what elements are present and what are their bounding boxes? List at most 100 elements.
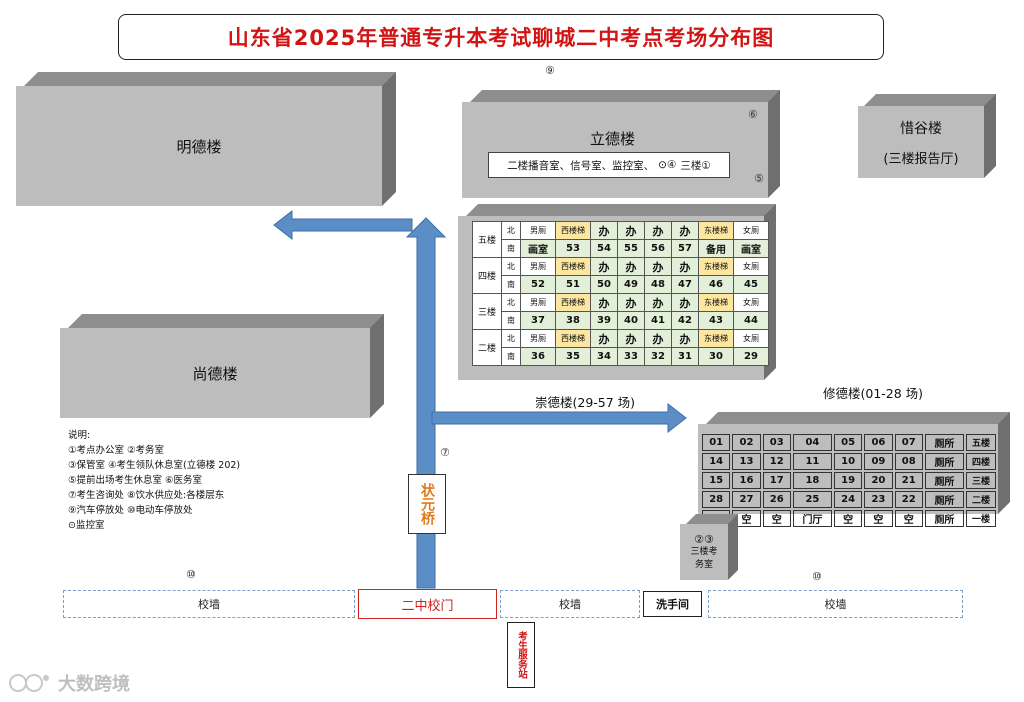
- gate-label: 二中校门: [401, 598, 454, 614]
- stairs-cell: 东楼梯: [698, 257, 734, 276]
- exam-room-cell: 25: [792, 491, 832, 508]
- school-gate: 二中校门: [358, 589, 497, 619]
- floor-label: 五楼: [966, 434, 996, 451]
- legend-note-line: 说明:: [68, 430, 91, 441]
- washroom: 洗手间: [643, 591, 702, 617]
- exam-room-cell: 26: [762, 491, 791, 508]
- exam-room-cell: 01: [702, 434, 731, 451]
- lide-note-floor3: 三楼①: [680, 159, 711, 172]
- exam-office-line2: 务室: [694, 559, 713, 570]
- exam-room-cell: 35: [555, 347, 591, 366]
- direction-cell: 北: [501, 329, 521, 348]
- stairs-cell: 东楼梯: [698, 329, 734, 348]
- watermark-text: 大数跨境: [58, 674, 130, 695]
- arrow-to-mingde: [273, 209, 413, 241]
- exam-room-cell: 57: [671, 239, 699, 258]
- exam-room-cell: 17: [762, 472, 791, 489]
- exam-room-cell: 02: [732, 434, 761, 451]
- marker-5: ⑤: [754, 172, 764, 185]
- chongde-row-north: 二楼北男厕西楼梯办办办办东楼梯女厕: [472, 329, 769, 366]
- exam-room-cell: 33: [617, 347, 645, 366]
- exam-room-cell: 10: [833, 453, 863, 470]
- exam-room-cell: 空: [864, 510, 893, 527]
- lide-label: 立德楼: [590, 130, 636, 148]
- exam-room-cell: 31: [671, 347, 699, 366]
- legend-note-line: ①考点办公室 ②考务室: [68, 445, 165, 456]
- chongde-row-north: 三楼北男厕西楼梯办办办办东楼梯女厕: [472, 293, 769, 330]
- floor-label: 一楼: [966, 510, 996, 527]
- xiude-row: 空空空门厅空空空厕所一楼: [702, 510, 996, 527]
- exam-room-cell: 21: [894, 472, 923, 489]
- stairs-cell: 东楼梯: [698, 293, 734, 312]
- marker-6: ⑥: [748, 108, 758, 121]
- exam-room-cell: 空: [894, 510, 923, 527]
- shangde-building: 尚德楼: [60, 314, 384, 418]
- wall-right-label: 校墙: [824, 598, 847, 611]
- floor-label: 四楼: [966, 453, 996, 470]
- exam-office-line1: 三楼考: [690, 546, 718, 557]
- chongde-row-north: 四楼北男厕西楼梯办办办办东楼梯女厕: [472, 257, 769, 294]
- exam-room-cell: 18: [792, 472, 832, 489]
- stairs-cell: 西楼梯: [555, 221, 591, 240]
- wall-left-label: 校墙: [198, 598, 220, 611]
- mingde-building: 明德楼: [16, 72, 396, 206]
- exam-room-cell: 空: [833, 510, 863, 527]
- washroom-label: 洗手间: [656, 598, 689, 611]
- restroom-cell: 女厕: [733, 329, 769, 348]
- floor-label: 二楼: [966, 491, 996, 508]
- exam-room-cell: 13: [732, 453, 761, 470]
- xigu-building: 惜谷楼 (三楼报告厅): [858, 94, 996, 178]
- xigu-label: 惜谷楼: [900, 120, 942, 137]
- exam-room-cell: 46: [698, 275, 734, 294]
- legend-note-line: ⊙监控室: [68, 520, 105, 531]
- exam-room-cell: 06: [864, 434, 893, 451]
- wall-mid-label: 校墙: [559, 598, 581, 611]
- exam-office-building: ②③ 三楼考 务室: [680, 514, 738, 580]
- exam-room-cell: 36: [520, 347, 556, 366]
- lide-note-monitor: ⊙④: [658, 159, 677, 171]
- exam-room-cell: 54: [590, 239, 618, 258]
- arrow-to-chongde: [431, 402, 687, 434]
- restroom-cell: 男厕: [520, 257, 556, 276]
- lide-building: 立德楼 ⑥ ⑤: [462, 90, 780, 198]
- exam-room-cell: 34: [590, 347, 618, 366]
- exam-room-cell: 22: [894, 491, 923, 508]
- direction-cell: 南: [501, 347, 521, 366]
- office-cell: 办: [617, 293, 645, 312]
- exam-room-cell: 40: [617, 311, 645, 330]
- chongde-row-north: 五楼北男厕西楼梯办办办办东楼梯女厕: [472, 221, 769, 258]
- wall-right: 校墙: [708, 590, 963, 618]
- exam-room-cell: 14: [702, 453, 731, 470]
- exam-room-cell: 04: [792, 434, 832, 451]
- exam-room-cell: 12: [762, 453, 791, 470]
- legend-note-line: ⑦考生咨询处 ⑧饮水供应处:各楼层东: [68, 490, 225, 501]
- marker-10-right: ⑩: [812, 570, 822, 583]
- exam-room-cell: 19: [833, 472, 863, 489]
- chongde-label: 崇德楼(29-57 场): [535, 395, 636, 410]
- exam-room-cell: 20: [864, 472, 893, 489]
- marker-7: ⑦: [440, 446, 450, 459]
- restroom-cell: 女厕: [733, 221, 769, 240]
- page-title: 山东省2025年普通专升本考试聊城二中考点考场分布图: [227, 26, 775, 50]
- legend-note-line: ⑨汽车停放处 ⑩电动车停放处: [68, 505, 193, 516]
- xigu-note: (三楼报告厅): [883, 151, 959, 167]
- floor-label: 五楼: [472, 221, 502, 258]
- exam-room-cell: 15: [702, 472, 731, 489]
- floor-label: 二楼: [472, 329, 502, 366]
- shangde-label: 尚德楼: [192, 364, 238, 383]
- exam-room-cell: 05: [833, 434, 863, 451]
- restroom-cell: 厕所: [924, 491, 964, 508]
- lide-note-box: 二楼播音室、信号室、监控室、 ⊙④ 三楼①: [488, 152, 730, 178]
- wall-middle: 校墙: [500, 590, 640, 618]
- exam-room-cell: 27: [732, 491, 761, 508]
- floor-label: 三楼: [966, 472, 996, 489]
- exam-room-cell: 42: [671, 311, 699, 330]
- exam-room-cell: 16: [732, 472, 761, 489]
- exam-room-cell: 47: [671, 275, 699, 294]
